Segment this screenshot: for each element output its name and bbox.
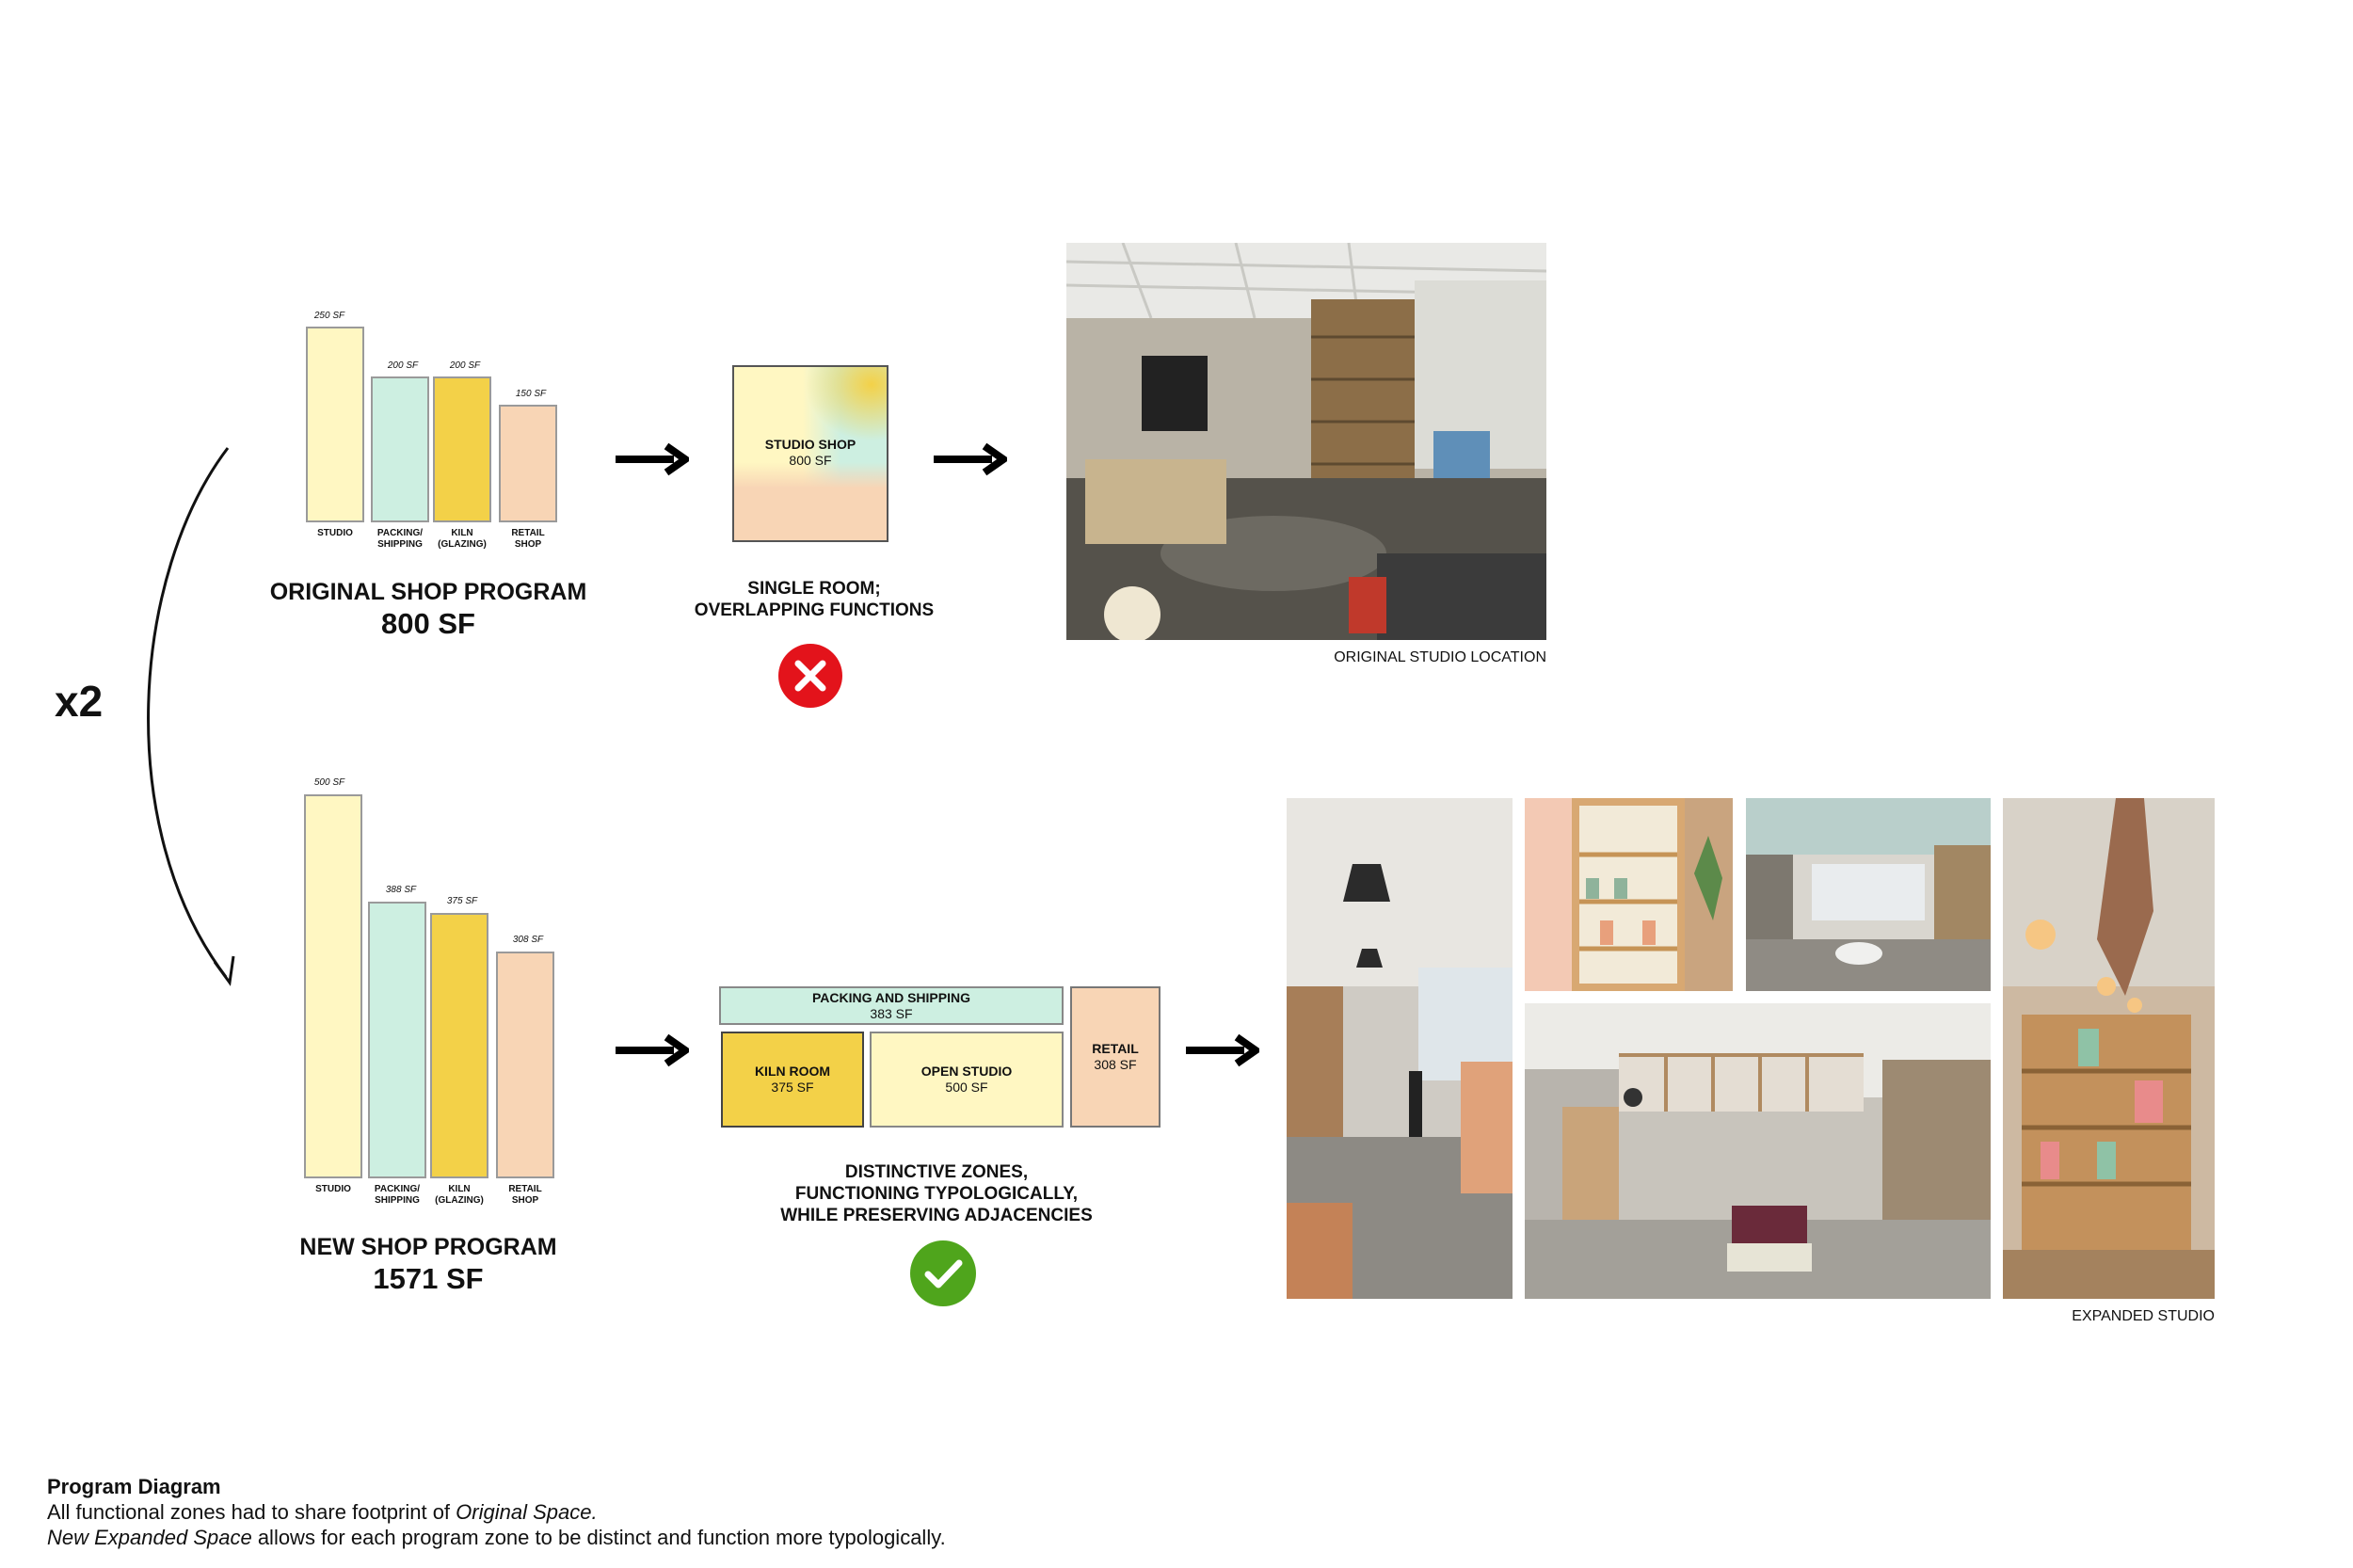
new-retail-value: 308 SF	[512, 935, 544, 945]
new-studio-value: 500 SF	[313, 777, 345, 788]
new-program-title: NEW SHOP PROGRAM 1571 SF	[254, 1231, 602, 1295]
original-packing-bar	[371, 376, 429, 522]
zone-kiln-room: KILN ROOM 375 SF	[721, 1032, 864, 1128]
zone-retail-area: 308 SF	[1094, 1057, 1137, 1072]
new-kiln-label: KILN (GLAZING)	[435, 1184, 484, 1206]
original-photo-caption: ORIGINAL STUDIO LOCATION	[1334, 649, 1546, 665]
original-total: 800 SF	[381, 607, 475, 640]
zone-retail: RETAIL 308 SF	[1070, 986, 1160, 1128]
original-program-title: ORIGINAL SHOP PROGRAM 800 SF	[254, 576, 602, 640]
new-packing-value: 388 SF	[385, 885, 417, 895]
notes-line-1-text: All functional zones had to share footpr…	[47, 1500, 456, 1524]
original-packing-value: 200 SF	[387, 360, 419, 371]
notes-line-2: New Expanded Space allows for each progr…	[47, 1525, 946, 1550]
zone-retail-name: RETAIL	[1092, 1041, 1139, 1056]
original-studio-label: STUDIO	[317, 528, 353, 538]
new-title-text: NEW SHOP PROGRAM	[299, 1234, 557, 1260]
notes-line-1: All functional zones had to share footpr…	[47, 1499, 946, 1525]
zone-kiln-area: 375 SF	[771, 1080, 814, 1095]
check-icon	[910, 1240, 976, 1306]
doubling-arrow	[147, 447, 235, 986]
arrow-right-icon	[934, 442, 1007, 476]
original-studio-value: 250 SF	[313, 311, 345, 321]
zone-kiln-name: KILN ROOM	[754, 1064, 831, 1079]
new-packing-label: PACKING/ SHIPPING	[374, 1184, 421, 1206]
original-retail-bar	[499, 405, 557, 522]
original-kiln-bar	[433, 376, 491, 522]
program-notes: Program Diagram All functional zones had…	[47, 1474, 946, 1550]
new-retail-bar	[496, 952, 554, 1178]
new-retail-label: RETAIL SHOP	[508, 1184, 542, 1206]
zone-packing-name: PACKING AND SHIPPING	[811, 989, 970, 1005]
original-retail-value: 150 SF	[515, 389, 547, 399]
notes-line-2-text: allows for each program zone to be disti…	[251, 1526, 946, 1549]
arrow-right-icon	[616, 442, 689, 476]
expanded-photo-corridor	[1287, 798, 1513, 1299]
notes-line-2-emphasis: New Expanded Space	[47, 1526, 252, 1549]
original-studio-bar	[306, 327, 364, 522]
expanded-photo-shelves	[1525, 798, 1733, 991]
zone-packing-shipping: PACKING AND SHIPPING 383 SF	[719, 986, 1064, 1025]
original-studio-illustration	[1066, 243, 1546, 640]
zone-open-studio: OPEN STUDIO 500 SF	[870, 1032, 1064, 1128]
zone-studio-name: OPEN STUDIO	[920, 1064, 1013, 1079]
original-studio-photo	[1066, 243, 1546, 640]
arrow-right-icon	[616, 1033, 689, 1067]
new-bar-chart: 500 SF STUDIO 388 SF PACKING/ SHIPPING 3…	[301, 774, 565, 1216]
new-caption: DISTINCTIVE ZONES, FUNCTIONING TYPOLOGIC…	[780, 1162, 1093, 1225]
single-room-diagram: STUDIO SHOP 800 SF	[732, 365, 888, 542]
original-title-text: ORIGINAL SHOP PROGRAM	[269, 579, 587, 605]
arrow-right-icon	[1186, 1033, 1259, 1067]
zone-studio-area: 500 SF	[945, 1080, 988, 1095]
new-kiln-bar	[430, 913, 488, 1178]
new-studio-bar	[304, 794, 362, 1178]
expanded-photo-kiln	[1746, 798, 1991, 991]
single-room-name: STUDIO SHOP	[764, 437, 856, 452]
x-icon	[778, 644, 842, 708]
single-room-area: 800 SF	[789, 453, 832, 468]
expanded-photo-caption: EXPANDED STUDIO	[2072, 1308, 2215, 1324]
multiplier-label: x2	[55, 677, 104, 726]
original-kiln-value: 200 SF	[449, 360, 481, 371]
zone-packing-area: 383 SF	[870, 1005, 913, 1021]
expanded-photo-retail	[2003, 798, 2215, 1299]
original-retail-label: RETAIL SHOP	[511, 528, 545, 550]
original-kiln-label: KILN (GLAZING)	[438, 528, 487, 550]
original-packing-label: PACKING/ SHIPPING	[376, 528, 424, 550]
expanded-photo-interior	[1525, 1003, 1991, 1299]
new-studio-label: STUDIO	[315, 1184, 351, 1194]
notes-line-1-emphasis: Original Space.	[456, 1500, 598, 1524]
new-packing-bar	[368, 902, 426, 1178]
notes-heading: Program Diagram	[47, 1475, 221, 1498]
original-caption: SINGLE ROOM; OVERLAPPING FUNCTIONS	[694, 579, 935, 620]
new-kiln-value: 375 SF	[446, 896, 478, 906]
original-bar-chart: 250 SF STUDIO 200 SF PACKING/ SHIPPING 2…	[301, 306, 565, 551]
new-total: 1571 SF	[373, 1262, 484, 1295]
